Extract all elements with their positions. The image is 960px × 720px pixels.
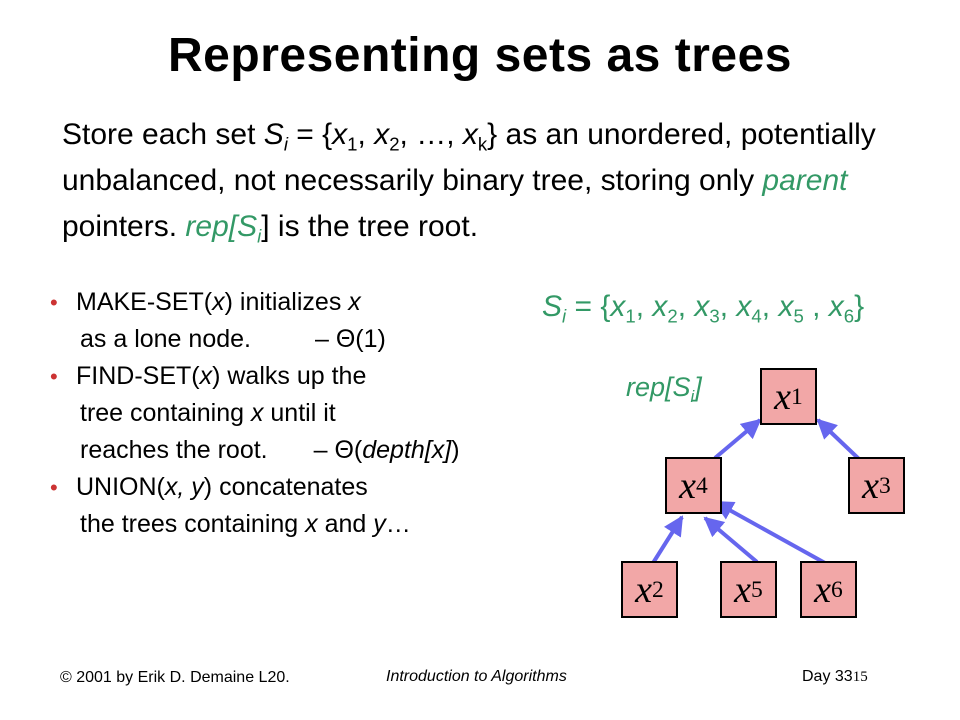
set-definition: Si = {x1, x2, x3, x4, x5 , x6} bbox=[542, 290, 865, 327]
edge-x2-x4 bbox=[651, 515, 684, 565]
intro-paragraph: Store each set Si = {x1, x2, …, xk} as a… bbox=[62, 118, 876, 247]
bullet-find-set: • FIND-SET(x) walks up the bbox=[50, 358, 610, 395]
make-set-cost: – Θ(1) bbox=[314, 325, 386, 353]
slide-title: Representing sets as trees bbox=[168, 29, 792, 82]
bullet-dot-icon: • bbox=[50, 475, 58, 500]
edge-x6-x4 bbox=[713, 500, 826, 565]
bullet-dot-icon: • bbox=[50, 364, 58, 389]
edge-x3-x1 bbox=[816, 418, 862, 462]
page-number: 15 bbox=[852, 669, 868, 685]
rep-term: rep[S bbox=[185, 210, 258, 243]
footer-copyright: © 2001 by Erik D. Demaine L20. bbox=[60, 669, 290, 686]
footer-day: Day 3315 bbox=[802, 668, 868, 685]
bullet-make-set: • MAKE-SET(x) initializes x bbox=[50, 284, 610, 321]
edge-x5-x4 bbox=[703, 516, 759, 564]
edge-x4-x1 bbox=[713, 418, 762, 460]
bullet-union: • UNION(x, y) concatenates bbox=[50, 469, 610, 506]
footer-course: Introduction to Algorithms bbox=[386, 668, 567, 685]
find-set-cost: – Θ( bbox=[313, 436, 363, 464]
parent-term: parent bbox=[762, 164, 848, 197]
bullet-dot-icon: • bbox=[50, 290, 58, 315]
rep-label: rep[Si] bbox=[626, 372, 702, 406]
bullet-list: • MAKE-SET(x) initializes x as a lone no… bbox=[50, 284, 610, 543]
